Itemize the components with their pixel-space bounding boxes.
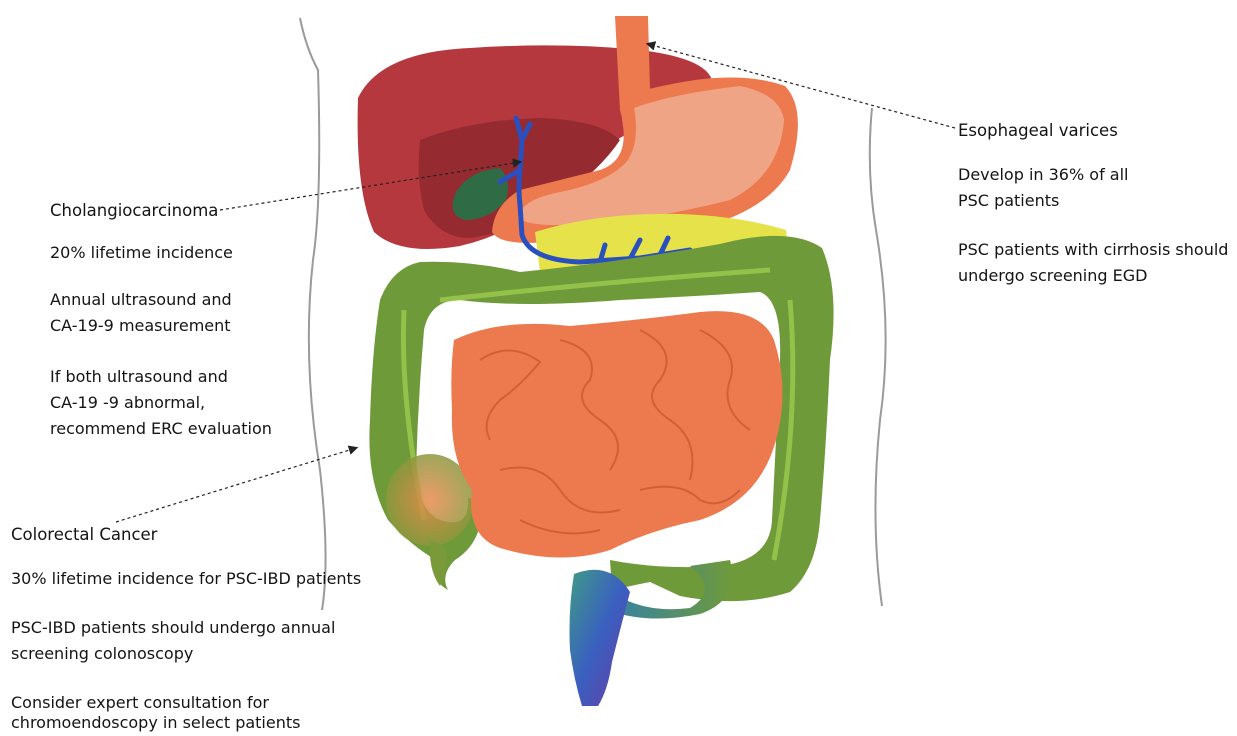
- colorectal-title: Colorectal Cancer: [11, 522, 157, 548]
- cholangio-erc-3: recommend ERC evaluation: [50, 416, 272, 442]
- esophageal-screening-2: undergo screening EGD: [958, 263, 1147, 289]
- colorectal-consult-2: chromoendoscopy in select patients: [11, 710, 300, 736]
- cholangio-incidence: 20% lifetime incidence: [50, 240, 233, 266]
- esophageal-incidence-2: PSC patients: [958, 188, 1059, 214]
- colorectal-screening-2: screening colonoscopy: [11, 641, 193, 667]
- cholangio-erc-2: CA-19 -9 abnormal,: [50, 390, 205, 416]
- small-intestine: [451, 311, 782, 557]
- colorectal-screening-1: PSC-IBD patients should undergo annual: [11, 615, 335, 641]
- esophageal-incidence-1: Develop in 36% of all: [958, 162, 1128, 188]
- esophageal-screening-1: PSC patients with cirrhosis should: [958, 237, 1228, 263]
- colorectal-incidence: 30% lifetime incidence for PSC-IBD patie…: [11, 566, 361, 592]
- cholangio-erc-1: If both ultrasound and: [50, 364, 228, 390]
- cholangio-screening-1: Annual ultrasound and: [50, 287, 232, 313]
- cholangiocarcinoma-title: Cholangiocarcinoma: [50, 198, 218, 224]
- colorectal-leader: [116, 448, 356, 522]
- cholangio-screening-2: CA-19-9 measurement: [50, 313, 231, 339]
- rectum: [570, 570, 631, 706]
- esophageal-title: Esophageal varices: [958, 118, 1118, 144]
